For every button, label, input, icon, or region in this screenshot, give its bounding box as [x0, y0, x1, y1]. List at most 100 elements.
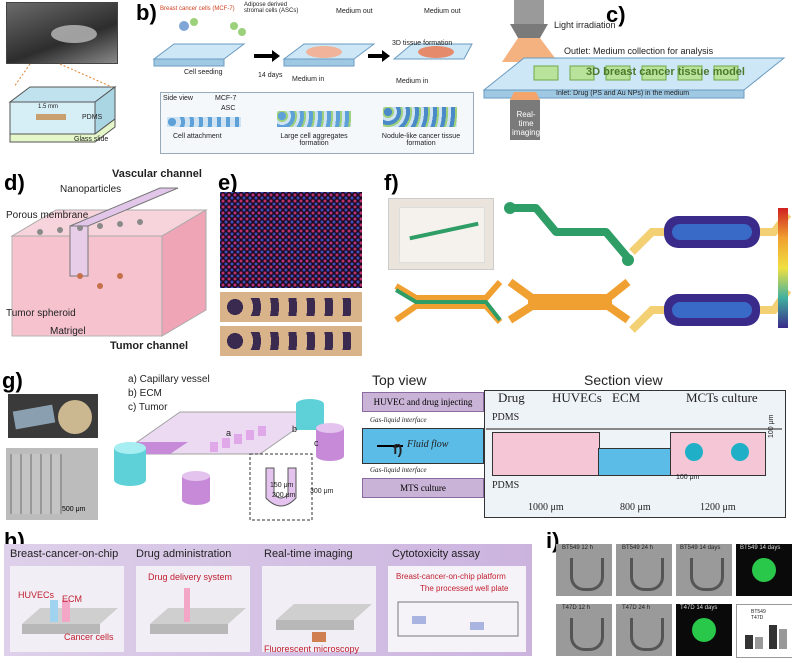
micro-h-chart: BT549 T47D [736, 604, 792, 658]
mark-b: b [292, 424, 298, 434]
imaging-label: Real-time imaging [512, 110, 541, 137]
tissue-model-diagram [482, 0, 786, 140]
dim-label: 1.5 mm [38, 104, 59, 110]
mcf-label: MCF-7 [215, 95, 237, 102]
huvec-box: HUVEC and drug injecting [362, 392, 484, 412]
panel-label: e) [218, 170, 238, 195]
panel-c: c) Light irradiation Outlet: Medium coll… [474, 0, 792, 165]
legend-2: T47D [751, 615, 764, 621]
spheroid-label: Tumor spheroid [6, 308, 76, 319]
light-label: Light irradiation [554, 20, 616, 30]
caption: T47D 12 h [562, 605, 591, 611]
pdms-bottom-label: PDMS [492, 480, 520, 491]
huvec-box-label: HUVEC and drug injecting [373, 397, 473, 407]
cells-label-1: Breast cancer cells (MCF-7) [160, 6, 235, 12]
chip-schematic [8, 63, 117, 143]
width-1200: 1200 μm [700, 502, 736, 513]
micro-d: BT549 14 days [736, 544, 792, 596]
step-3: Nodule-like cancer tissue formation [381, 133, 461, 147]
section-view-title: Section view [584, 372, 663, 388]
outlet-label: Outlet: Medium collection for analysis [564, 46, 714, 56]
days-label: 14 days [258, 72, 283, 79]
pdms-layer [486, 428, 782, 430]
micro-g: T47D 14 days [676, 604, 732, 656]
matrigel-label: Matrigel [50, 326, 86, 337]
medium-out-1: Medium out [336, 8, 373, 15]
brightfield-image-1 [220, 292, 362, 322]
gas-interface-2: Gas-liquid interface [370, 466, 427, 474]
caption: BT549 14 days [740, 545, 781, 551]
micrograph-grid: BT549 12 h BT549 24 h BT549 14 days BT54… [556, 544, 792, 660]
vascular-label: Vascular channel [112, 168, 202, 180]
drug-label: Drug [498, 390, 525, 405]
legend-a: a) Capillary vessel [128, 374, 210, 385]
legend-b: b) ECM [128, 388, 162, 399]
platform-label: Breast-cancer-on-chip platform [396, 572, 506, 581]
panel-d: d) Vascular channel Nanoparticles Porous… [0, 166, 212, 366]
tumor-label: Tumor channel [110, 340, 189, 352]
color-scale-bar [778, 208, 788, 328]
vessel-ecm-tumor-diagram [114, 399, 344, 521]
nano-label: Nanoparticles [60, 184, 122, 195]
chip-photo [388, 198, 494, 270]
inset-dim-200: 200 μm [272, 492, 296, 499]
panel-h: h) Breast-cancer-on-chip Drug administra… [0, 528, 540, 663]
mts-box: MTS culture [362, 478, 484, 498]
panel-label: b) [136, 0, 157, 25]
panel-label: g) [2, 368, 23, 393]
caption: T47D 14 days [680, 605, 718, 611]
medium-in-1: Medium in [292, 76, 325, 83]
dds-label: Drug delivery system [148, 572, 233, 582]
caption: T47D 24 h [622, 605, 651, 611]
fluorescence-image [220, 192, 362, 288]
ecm-label: ECM [612, 390, 641, 405]
mct-chamber [670, 432, 766, 476]
mcts-label: MCTs culture [686, 390, 758, 405]
legend-1: BT549 [751, 609, 766, 615]
plate-label: The processed well plate [420, 584, 509, 593]
title-3: Real-time imaging [264, 548, 353, 560]
inset-dim-150: 150 μm [270, 482, 294, 489]
ecm-label: ECM [62, 594, 82, 604]
panel-a: a) PDMS Glass slide 1.5 mm [0, 0, 118, 162]
f-mark: f) [393, 441, 403, 457]
panel-f: f) [376, 170, 792, 358]
inlet-label: Inlet: Drug (PS and Au NPs) in the mediu… [556, 90, 690, 97]
huvecs-label: HUVECs [552, 390, 602, 405]
porous-label: Porous membrane [6, 210, 89, 221]
cells-label-2: Adipose derived stromal cells (ASCs) [244, 2, 299, 14]
width-1000: 1000 μm [528, 502, 564, 513]
model-label: 3D breast cancer tissue model [586, 66, 745, 78]
caption: BT549 14 days [680, 545, 721, 551]
panel-b: b) Breast cancer cells (MCF-7) Adipose d… [124, 0, 474, 165]
cancer-label: Cancer cells [64, 632, 114, 642]
scale-bar-label: 500 μm [62, 506, 86, 513]
step-card-4 [388, 566, 526, 652]
dim-100-b: 100 μm [768, 414, 775, 439]
title-2: Drug administration [136, 548, 232, 560]
chip-photo [6, 2, 118, 64]
pdms-label: PDMS [82, 114, 103, 121]
micro-b: BT549 24 h [616, 544, 672, 596]
fluid-flow-label: Fluid flow [407, 439, 449, 450]
ecm-chamber [598, 448, 672, 476]
asc-label: ASC [221, 105, 236, 112]
width-800: 800 μm [620, 502, 651, 513]
panel-g: g) 500 μm a) Capillary vessel b) ECM c) … [0, 368, 792, 528]
panel-label: c) [606, 2, 626, 27]
fluor-label: Fluorescent microscopy [264, 644, 360, 654]
title-1: Breast-cancer-on-chip [10, 548, 119, 560]
micro-f: T47D 24 h [616, 604, 672, 656]
micro-e: T47D 12 h [556, 604, 612, 656]
step-illustrations [22, 588, 519, 642]
panel-label: f) [384, 170, 399, 195]
medium-out-2: Medium out [424, 8, 461, 15]
panel-label: d) [4, 170, 25, 195]
brightfield-image-2 [220, 326, 362, 356]
step-1: Cell attachment [173, 133, 222, 140]
mark-a: a [226, 428, 232, 438]
mark-c: c [314, 438, 319, 448]
step-2: Large cell aggregates formation [280, 133, 348, 147]
side-view-box: Side view MCF-7 ASC Cell attachment Larg… [160, 92, 474, 154]
micro-a: BT549 12 h [556, 544, 612, 596]
